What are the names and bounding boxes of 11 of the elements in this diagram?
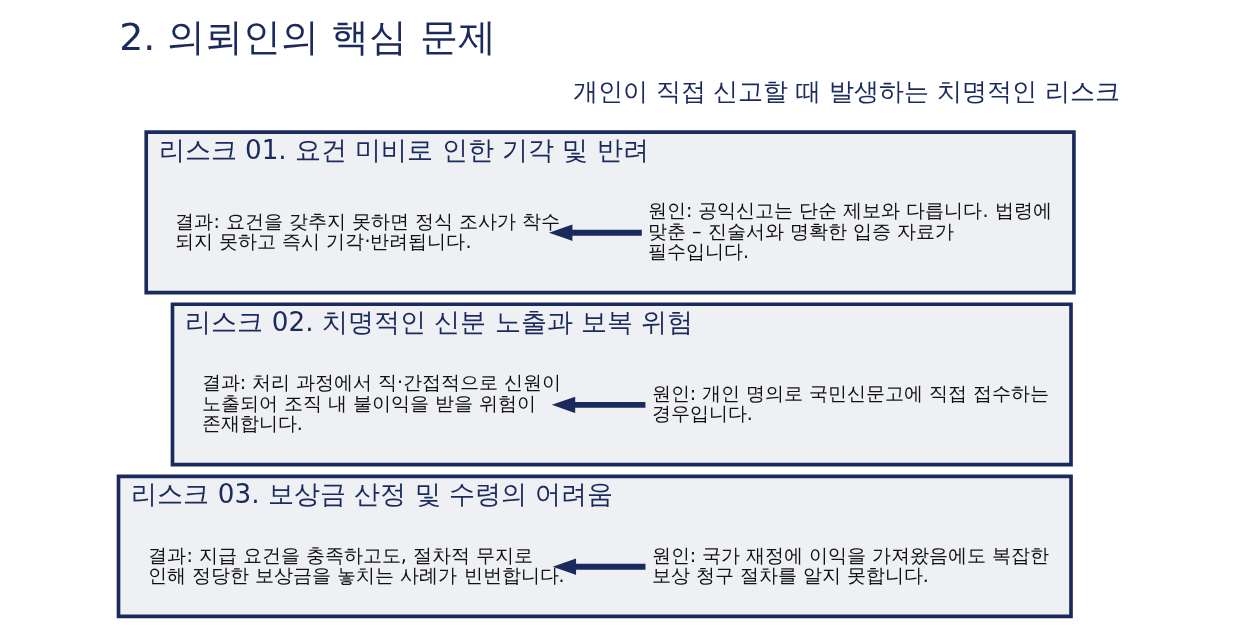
node-text: 원인: 공익신고는 단순 제보와 다릅니다. 법령에 맞춘 – 진술서와 명확한 입증 자료가 필수입니다. bbox=[647, 199, 1052, 263]
arrow bbox=[548, 224, 642, 241]
node-text: 결과: 요건을 갖추지 못하면 정식 조사가 착수 되지 못하고 즉시 기각·반려됩니다. bbox=[174, 209, 560, 252]
arrow bbox=[551, 396, 645, 414]
node-text: 결과: 지급 요건을 충족하고도, 절차적 무지로 인해 정당한 보상금을 놓치는 사례가 빈번합니다. bbox=[147, 543, 565, 586]
diagram-title: 2. 의뢰인의 핵심 문제 bbox=[118, 15, 496, 60]
label: 개인이 직접 신고할 때 발생하는 치명적인 리스크 bbox=[572, 77, 1120, 107]
node-text: 원인: 개인 명의로 국민신문고에 직접 접수하는 경우입니다. bbox=[651, 381, 1049, 425]
arrow bbox=[552, 558, 645, 575]
node-text: 결과: 처리 과정에서 직·간접적으로 신원이 노출되어 조직 내 불이익을 받을 위험이 존재합니다. bbox=[201, 371, 561, 435]
node-text: 원인: 국가 재정에 이익을 가져왔음에도 복잡한 보상 청구 절차를 알지 못합니다. bbox=[651, 543, 1049, 586]
